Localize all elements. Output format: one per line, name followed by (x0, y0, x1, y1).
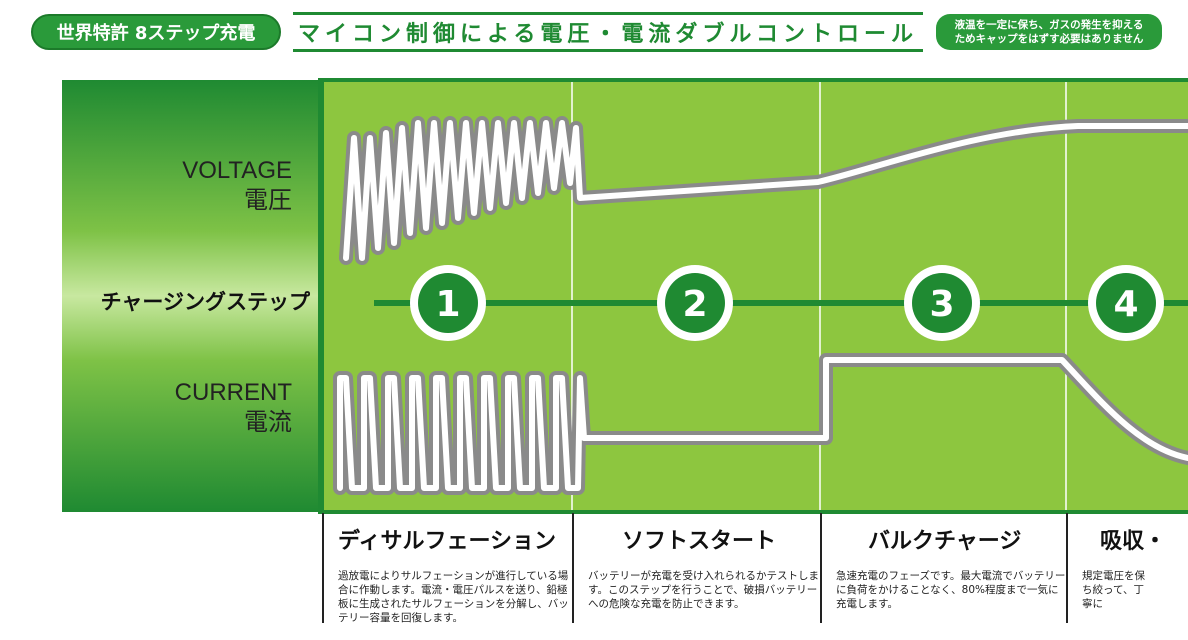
patent-badge: 世界特許 8ステップ充電 (31, 14, 281, 50)
step-circle-3: 3 (904, 265, 980, 341)
step-circle-1: 1 (410, 265, 486, 341)
step-description-1: ディサルフェーション 過放電によりサルフェーションが進行している場合に作動します… (322, 513, 572, 624)
label-panel (62, 80, 318, 512)
voltage-label-en: VOLTAGE (182, 157, 292, 184)
step-circle-2: 2 (657, 265, 733, 341)
voltage-label-jp: 電圧 (244, 187, 292, 214)
note-badge: 液温を一定に保ち、ガスの発生を抑える ためキャップをはずす必要はありません (936, 14, 1162, 50)
step-title-2: ソフトスタート (622, 529, 777, 554)
note-line-2: ためキャップをはずす必要はありません (954, 33, 1144, 45)
step-number-3: 3 (929, 284, 954, 325)
step-text-3: 急速充電のフェーズです。最大電流でバッテリーに負荷をかけることなく、80%程度ま… (836, 570, 1066, 610)
step-title-4: 吸収・ (1100, 529, 1167, 554)
step-number-4: 4 (1113, 284, 1138, 325)
charging-diagram: 1 2 3 4 (318, 78, 1188, 514)
step-title-3: バルクチャージ (868, 529, 1022, 554)
voltage-label: VOLTAGE 電圧 (62, 156, 292, 216)
charging-steps-label: チャージングステップ (100, 290, 310, 314)
current-label-jp: 電流 (244, 409, 292, 436)
step-description-2: ソフトスタート バッテリーが充電を受け入れられるかテストします。このステップを行… (572, 513, 820, 623)
headline: マイコン制御による電圧・電流ダブルコントロール (293, 12, 923, 52)
step-number-1: 1 (435, 284, 460, 325)
step-text-4: 規定電圧を保ち絞って、丁寧に (1082, 570, 1145, 610)
voltage-curve (343, 120, 1188, 261)
step-text-1: 過放電によりサルフェーションが進行している場合に作動します。電流・電圧パルスを送… (338, 570, 569, 624)
current-label-en: CURRENT (174, 379, 292, 406)
current-label: CURRENT 電流 (62, 378, 292, 438)
step-text-2: バッテリーが充電を受け入れられるかテストします。このステップを行うことで、破損バ… (588, 570, 819, 610)
step-title-1: ディサルフェーション (338, 529, 557, 554)
step-description-4: 吸収・ 規定電圧を保ち絞って、丁寧に (1066, 513, 1188, 623)
step-circle-4: 4 (1088, 265, 1164, 341)
step-number-2: 2 (682, 284, 707, 325)
note-line-1: 液温を一定に保ち、ガスの発生を抑える (954, 19, 1144, 31)
step-description-3: バルクチャージ 急速充電のフェーズです。最大電流でバッテリーに負荷をかけることな… (820, 513, 1066, 623)
current-curve (337, 357, 1188, 491)
diagram-svg: 1 2 3 4 (318, 78, 1188, 514)
